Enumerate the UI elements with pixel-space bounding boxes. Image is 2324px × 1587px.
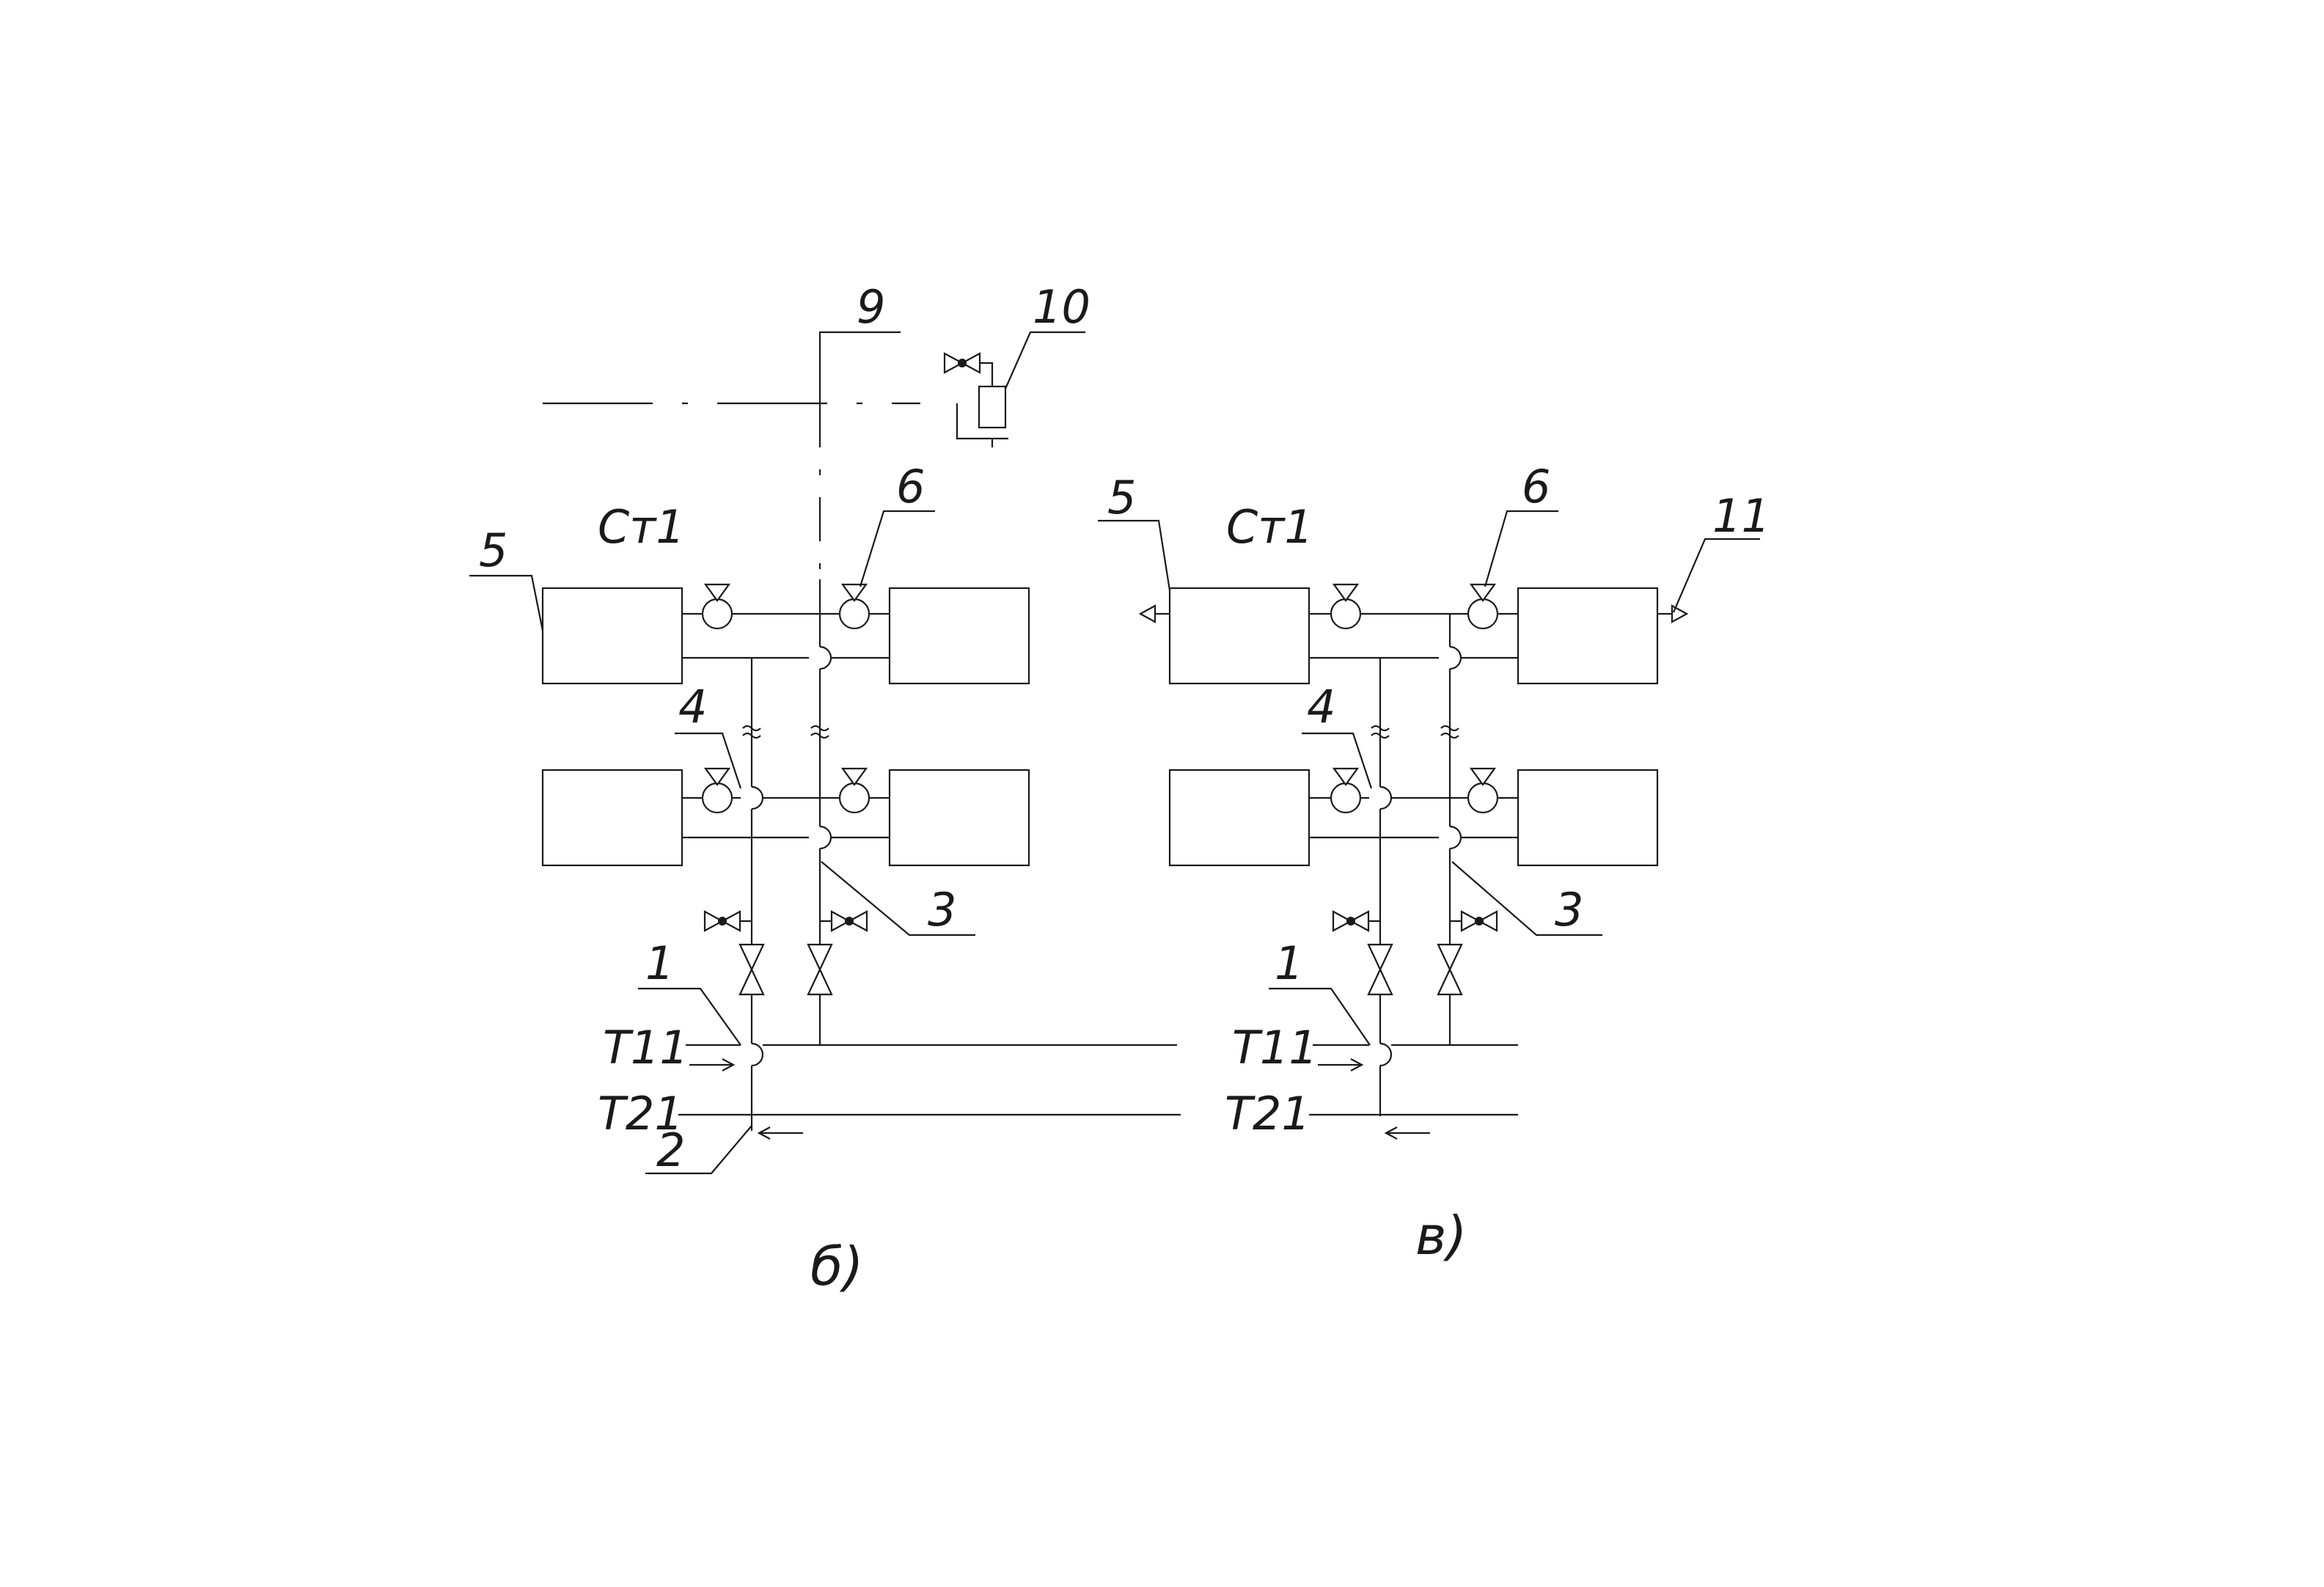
thermostatic-valve-icon [701,583,733,630]
supply-label: Т11 [603,1021,689,1074]
leader-1 [638,987,741,1046]
break-mark [1371,725,1390,739]
radiator-icon [541,769,683,867]
break-mark [742,725,761,739]
break-mark [810,725,829,739]
leader-11 [1672,538,1760,613]
leader-2 [645,1125,752,1175]
gate-valve-icon [1437,943,1463,996]
supply-label: Т11 [1232,1021,1318,1074]
callout-4: 4 [678,680,707,733]
leader-10 [1004,331,1085,389]
thermostatic-valve-icon [1467,583,1499,630]
leader-5 [469,574,544,631]
diagram-b: 9 10 6 5 Ст1 4 3 1 Т11 Т21 2 б) [469,280,1181,1297]
drain-valve-icon [1460,910,1498,932]
diagram-v: 5 Ст1 6 11 4 3 1 Т11 Т21 в) [1098,460,1770,1267]
radiator-icon [888,587,1030,685]
thermostatic-valve-icon [701,767,733,814]
air-vent-icon [943,352,981,374]
radiator-icon [1168,587,1311,685]
callout-5: 5 [1107,471,1136,524]
gate-valve-icon [807,943,833,996]
leader-4 [1302,732,1373,789]
thermostatic-valve-icon [1330,583,1362,630]
system-label: Ст1 [598,500,685,554]
air-vent-icon [1657,604,1689,623]
gate-valve-icon [738,943,765,996]
expansion-tank-icon [956,362,1008,447]
air-vent-icon [1138,604,1170,623]
leader-4 [675,732,742,789]
callout-5: 5 [479,524,507,577]
callout-11: 11 [1712,489,1770,543]
leader-3 [821,861,975,937]
callout-1: 1 [645,937,674,990]
callout-6: 6 [1522,460,1550,513]
flow-arrow-icon [757,1126,803,1140]
callout-4: 4 [1307,680,1335,733]
callout-3: 3 [928,883,956,937]
caption-b: б) [810,1236,864,1297]
drain-valve-icon [703,910,741,932]
radiator-icon [1168,769,1311,867]
radiator-icon [1517,769,1659,867]
leader-3 [1451,861,1602,937]
leader-1 [1269,987,1371,1046]
return-label: Т21 [1225,1087,1311,1140]
return-label: Т21 [598,1087,683,1140]
drain-valve-icon [1332,910,1370,932]
flow-arrow-icon [689,1058,736,1071]
thermostatic-valve-icon [838,583,870,630]
flow-arrow-icon [1384,1126,1430,1140]
leader-5 [1098,519,1171,591]
callout-6: 6 [896,460,925,513]
break-mark [1440,725,1459,739]
thermostatic-valve-icon [1330,767,1362,814]
callout-3: 3 [1555,883,1583,937]
callout-9: 9 [857,280,885,334]
drain-valve-icon [830,910,868,932]
flow-arrow-icon [1318,1058,1364,1071]
leader-6 [859,510,935,587]
radiator-icon [888,769,1030,867]
caption-v: в) [1415,1205,1467,1267]
callout-1: 1 [1275,937,1303,990]
callout-2: 2 [656,1124,685,1177]
radiator-icon [541,587,683,685]
gate-valve-icon [1367,943,1393,996]
leader-6 [1484,510,1558,587]
thermostatic-valve-icon [1467,767,1499,814]
system-label: Ст1 [1226,500,1313,554]
radiator-icon [1517,587,1659,685]
leader-9 [818,331,901,403]
callout-10: 10 [1033,280,1090,334]
thermostatic-valve-icon [838,767,870,814]
